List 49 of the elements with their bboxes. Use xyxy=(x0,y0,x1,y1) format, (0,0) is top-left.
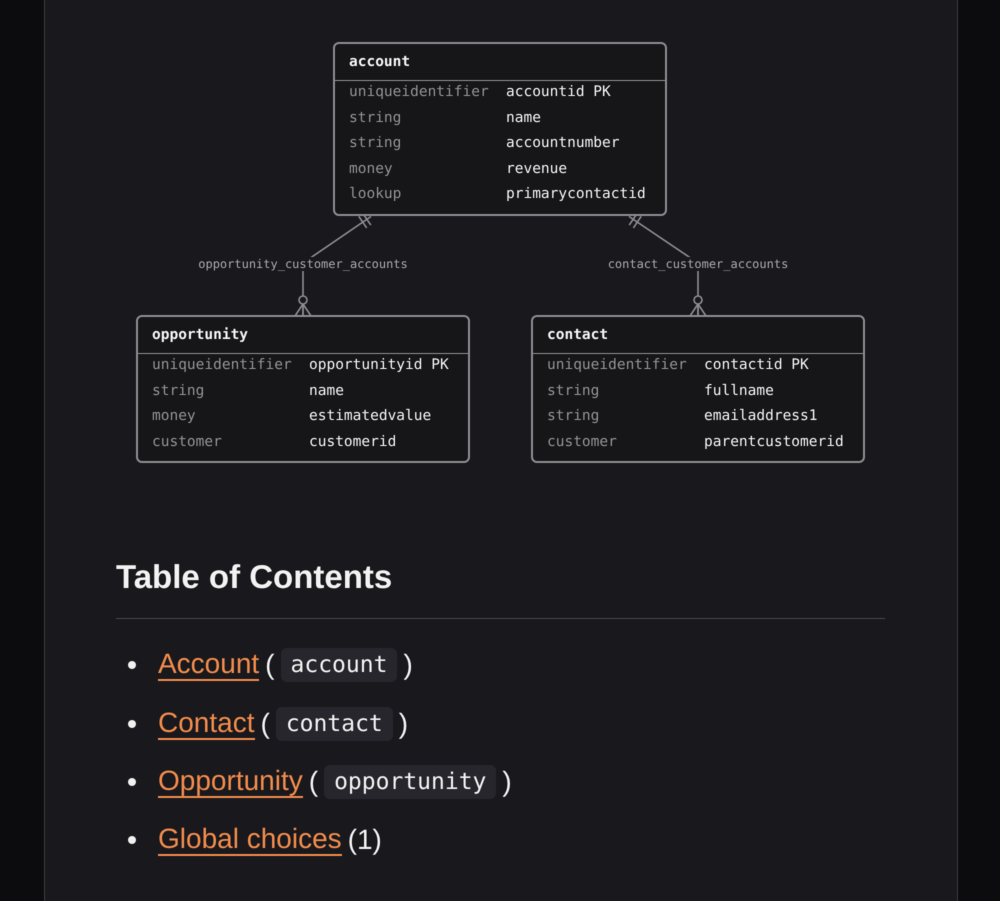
entity-name: contact xyxy=(547,327,608,343)
link: Account xyxy=(158,649,260,681)
parenthesis-text: ) xyxy=(398,708,408,740)
attribute-name: name xyxy=(309,382,344,398)
link: Contact xyxy=(158,708,254,740)
entity-table xyxy=(333,42,667,216)
attribute-type: customer xyxy=(547,434,617,450)
section-heading: Table of Contents xyxy=(116,558,392,596)
attribute-type: string xyxy=(349,110,402,126)
parenthesis-text: ( xyxy=(265,649,274,681)
parenthesis-text: ( xyxy=(260,708,270,740)
attribute-name: emailaddress1 xyxy=(704,408,818,424)
attribute-name: opportunityid PK xyxy=(309,357,449,373)
attribute-name: revenue xyxy=(506,160,568,176)
inline-code: account xyxy=(280,648,398,682)
parenthesis-text: ) xyxy=(403,649,413,681)
attribute-name: parentcustomerid xyxy=(704,434,844,450)
attribute-type: money xyxy=(152,408,196,424)
link: Global choices xyxy=(158,824,342,856)
attribute-type: uniqueidentifier xyxy=(547,357,687,373)
attribute-name: name xyxy=(506,110,541,126)
parenthesis-text: (1) xyxy=(348,824,382,856)
attribute-type: money xyxy=(349,160,393,176)
attribute-name: primarycontactid xyxy=(506,186,646,202)
attribute-type: string xyxy=(349,135,402,151)
link: Opportunity xyxy=(158,766,303,798)
entity-table xyxy=(531,315,865,463)
attribute-type: customer xyxy=(152,434,222,450)
entity-table xyxy=(136,315,470,463)
attribute-name: accountnumber xyxy=(506,135,620,151)
attribute-type: lookup xyxy=(349,186,402,202)
attribute-type: string xyxy=(547,382,600,398)
parenthesis-text: ( xyxy=(308,766,318,798)
attribute-type: uniqueidentifier xyxy=(152,357,292,373)
attribute-type: uniqueidentifier xyxy=(349,84,489,100)
attribute-type: string xyxy=(547,408,600,424)
attribute-name: fullname xyxy=(704,382,774,398)
edge-label: contact_customer_accounts xyxy=(606,257,790,271)
inline-code: contact xyxy=(276,706,393,740)
entity-name: opportunity xyxy=(152,327,248,343)
inline-code: opportunity xyxy=(324,765,496,799)
attribute-type: string xyxy=(152,382,204,398)
attribute-name: estimatedvalue xyxy=(309,408,432,424)
edge-label: opportunity_customer_accounts xyxy=(196,257,410,271)
attribute-name: accountid PK xyxy=(506,84,611,100)
attribute-name: contactid PK xyxy=(704,357,809,373)
parenthesis-text: ) xyxy=(502,766,512,798)
entity-name: account xyxy=(349,54,410,70)
attribute-name: customerid xyxy=(309,434,396,450)
